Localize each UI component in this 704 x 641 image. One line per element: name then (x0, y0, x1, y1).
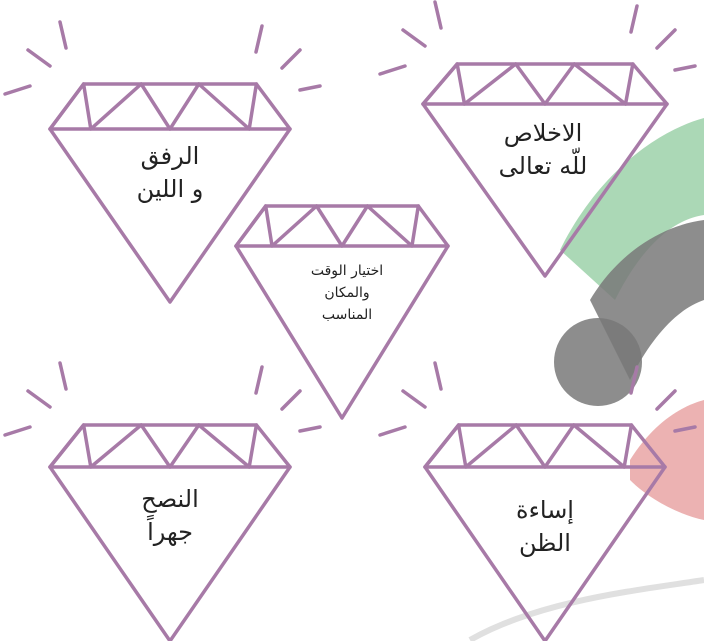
diamond-label-top-right: الاخلاص للّه تعالى (478, 117, 608, 183)
sparkle-ray (60, 22, 66, 48)
label-line: الرفق (95, 140, 245, 173)
watermark-dark-circle (554, 318, 642, 406)
sparkle-ray (256, 26, 262, 52)
sparkle-ray (675, 66, 695, 70)
sparkle-ray (282, 391, 300, 409)
diamond-facets (423, 64, 633, 104)
sparkle-ray (5, 427, 30, 435)
sparkle-ray (282, 50, 300, 68)
label-line: النصح (100, 483, 240, 516)
watermark-emblem (470, 118, 704, 640)
sparkle-ray (380, 427, 405, 435)
sparkle-ray (435, 363, 441, 389)
sparkle-ray (403, 30, 425, 46)
diamond-facets (50, 425, 256, 467)
sparkle-ray (631, 6, 637, 32)
diamond-label-bottom-left: النصح جهراً (100, 483, 240, 549)
label-line: الظن (480, 527, 610, 560)
sparkle-ray (657, 30, 675, 48)
label-line: والمكان (282, 282, 412, 304)
label-line: اختيار الوقت (282, 260, 412, 282)
label-line: جهراً (100, 516, 240, 549)
label-line: إساءة (480, 494, 610, 527)
diamond-label-top-left: الرفق و اللين (95, 140, 245, 206)
label-line: و اللين (95, 173, 245, 206)
sparkle-ray (300, 86, 320, 90)
diamond-facets (236, 206, 418, 246)
sparkle-ray (657, 391, 675, 409)
sparkle-ray (256, 367, 262, 393)
sparkle-ray (403, 391, 425, 407)
watermark-light-arc (470, 580, 704, 640)
sparkle-ray (28, 391, 50, 407)
sparkle-ray (5, 86, 30, 94)
diamond-facets (50, 84, 256, 129)
sparkle-ray (60, 363, 66, 389)
sparkle-ray (435, 2, 441, 28)
sparkle-ray (380, 66, 405, 74)
diamond-label-bottom-right: إساءة الظن (480, 494, 610, 560)
label-line: الاخلاص (478, 117, 608, 150)
label-line: المناسب (282, 304, 412, 326)
sparkle-ray (28, 50, 50, 66)
label-line: للّه تعالى (478, 150, 608, 183)
sparkle-ray (300, 427, 320, 431)
diamond-label-center: اختيار الوقت والمكان المناسب (282, 260, 412, 326)
diamond-facets (425, 425, 631, 467)
